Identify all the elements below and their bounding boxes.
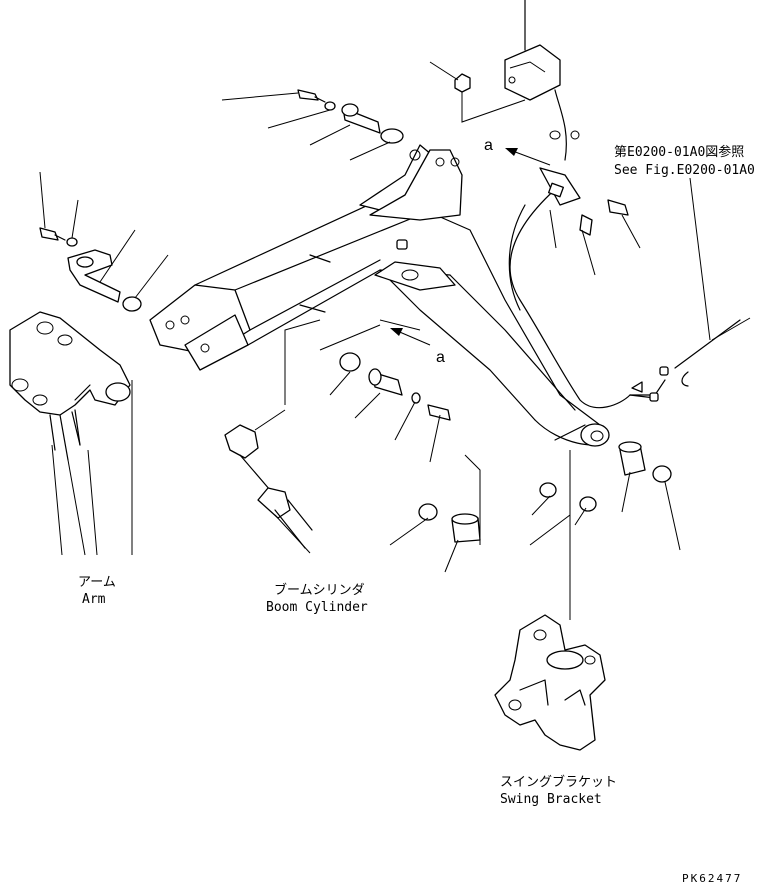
arrow-a-top	[505, 148, 551, 166]
bushing-left	[418, 503, 438, 521]
arm-label-jp: アーム	[78, 575, 116, 590]
pin-mid	[368, 368, 403, 396]
bushing-swing-1	[539, 482, 557, 498]
arrow-a-mid	[390, 328, 431, 346]
washer-left	[66, 237, 78, 247]
seal-ring	[652, 465, 672, 483]
boom-cylinder-label-jp: ブームシリンダ	[274, 582, 365, 598]
boom-cylinder-label-en: Boom Cylinder	[266, 600, 368, 615]
swing-bracket-label-jp: スイングブラケット	[500, 774, 617, 790]
wire-harness	[508, 89, 666, 409]
washer-top	[324, 101, 336, 111]
mark-a-top: a	[484, 137, 493, 154]
sensor	[631, 319, 741, 402]
bolt-bracket-1	[607, 199, 629, 216]
bushing-center	[451, 513, 481, 543]
electrical-connector-box	[504, 44, 561, 101]
bushing-right	[618, 441, 646, 476]
boom	[149, 144, 610, 447]
arm	[9, 311, 131, 461]
reference-en: See Fig.E0200-01A0	[614, 163, 755, 178]
leader-lines	[39, 61, 751, 620]
washer-left-large	[122, 296, 142, 312]
washer-top-large	[380, 128, 404, 144]
swing-bracket	[494, 614, 606, 751]
mark-a-mid: a	[436, 349, 445, 366]
boom-cylinder	[224, 424, 313, 549]
nut	[454, 73, 471, 93]
bolt-left	[39, 227, 66, 241]
washer-small	[411, 392, 421, 404]
arm-label-en: Arm	[82, 592, 106, 607]
reference-jp: 第E0200-01A0図参照	[614, 144, 744, 160]
bolt-mid	[427, 404, 451, 421]
pin-top	[341, 103, 381, 134]
swing-bracket-label-en: Swing Bracket	[500, 792, 602, 807]
pin-left	[67, 249, 121, 303]
bolt-top	[297, 89, 326, 103]
bolt-bracket-2	[579, 214, 593, 236]
drawing-code: PK62477	[682, 872, 742, 885]
washer-mid	[339, 352, 361, 372]
bushing-swing-2	[579, 496, 597, 512]
